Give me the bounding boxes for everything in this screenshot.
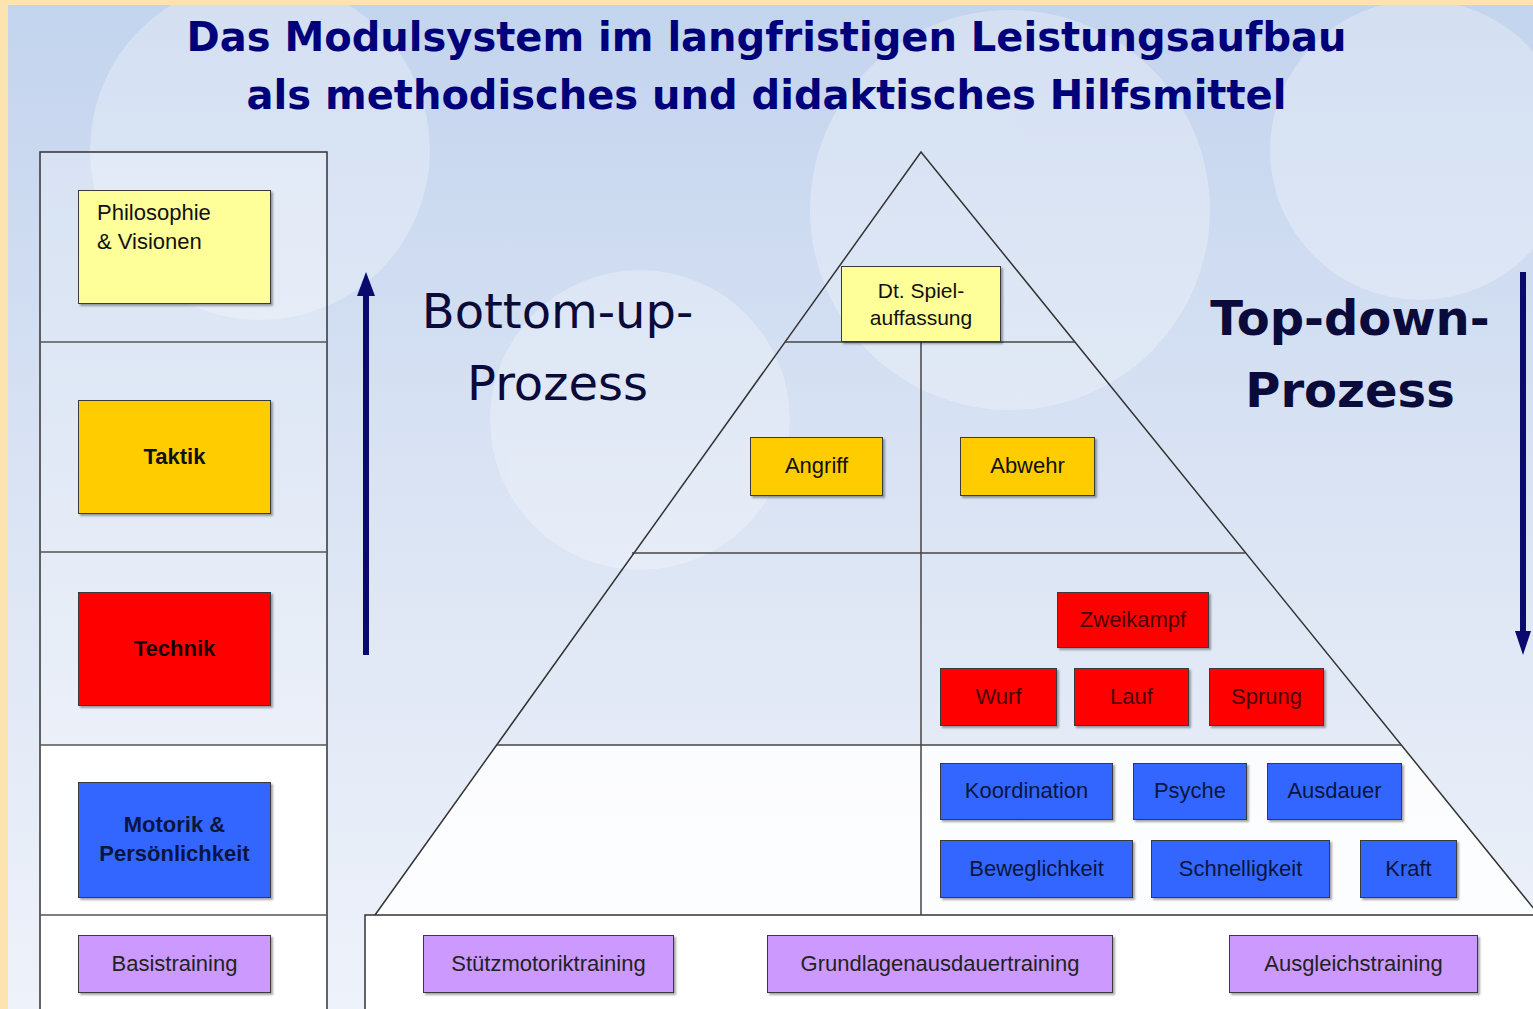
training-box: Grundlagenausdauertraining [767, 935, 1113, 993]
module-box: Abwehr [960, 437, 1095, 496]
frame-strip [0, 0, 1533, 5]
node-text: Technik [134, 635, 216, 664]
node-text: Motorik & Persönlichkeit [99, 811, 249, 868]
frame-strip [0, 0, 8, 1009]
node-text: Grundlagenausdauertraining [801, 950, 1080, 979]
process-label: Bottom-up-Prozess [385, 275, 730, 419]
training-box: Ausgleichstraining [1229, 935, 1478, 993]
module-box: Angriff [750, 437, 883, 496]
module-box: Psyche [1133, 763, 1247, 820]
pyramid-levels [497, 342, 1401, 915]
module-box: Sprung [1209, 668, 1324, 726]
pyramid-ground [375, 745, 1533, 915]
process-arrow [1515, 272, 1531, 655]
table-rows [40, 342, 327, 915]
module-box: Zweikampf [1057, 592, 1209, 648]
process-label: Top-down-Prozess [1190, 282, 1510, 426]
training-box: Stützmotoriktraining [423, 935, 674, 993]
module-box: Lauf [1074, 668, 1189, 726]
table-ground [41, 745, 326, 1009]
base-band [365, 915, 1533, 1009]
node-text: Sprung [1231, 683, 1302, 712]
level-box: Taktik [78, 400, 271, 514]
level-box: Technik [78, 592, 271, 706]
title: Das Modulsystem im langfristigen Leistun… [40, 8, 1493, 124]
node-text: Psyche [1154, 777, 1226, 806]
node-text: Abwehr [990, 452, 1065, 481]
module-box: Schnelligkeit [1151, 840, 1330, 898]
node-text: Koordination [965, 777, 1089, 806]
node-text: Dt. Spiel- auffassung [850, 277, 992, 332]
node-text: Ausgleichstraining [1264, 950, 1443, 979]
process-arrow [357, 272, 375, 655]
vision-box: Philosophie & Visionen [78, 190, 271, 304]
module-box: Koordination [940, 763, 1113, 820]
node-text: Wurf [975, 683, 1021, 712]
node-text: Taktik [144, 443, 206, 472]
module-box: Ausdauer [1267, 763, 1402, 820]
node-text: Ausdauer [1287, 777, 1381, 806]
node-text: Lauf [1110, 683, 1153, 712]
node-text: Angriff [785, 452, 848, 481]
node-text: Stützmotoriktraining [451, 950, 645, 979]
node-text: Philosophie & Visionen [97, 199, 211, 256]
node-text: Schnelligkeit [1179, 855, 1303, 884]
node-text: Beweglichkeit [969, 855, 1104, 884]
node-text: Kraft [1385, 855, 1431, 884]
level-table [40, 152, 327, 1009]
module-box: Wurf [940, 668, 1057, 726]
training-box: Basistraining [78, 935, 271, 993]
module-box: Beweglichkeit [940, 840, 1133, 898]
pyramid-outline [375, 152, 1533, 915]
level-box: Motorik & Persönlichkeit [78, 782, 271, 898]
module-box: Kraft [1360, 840, 1457, 898]
node-text: Zweikampf [1080, 606, 1186, 635]
node-text: Basistraining [112, 950, 238, 979]
vision-box: Dt. Spiel- auffassung [841, 266, 1001, 342]
